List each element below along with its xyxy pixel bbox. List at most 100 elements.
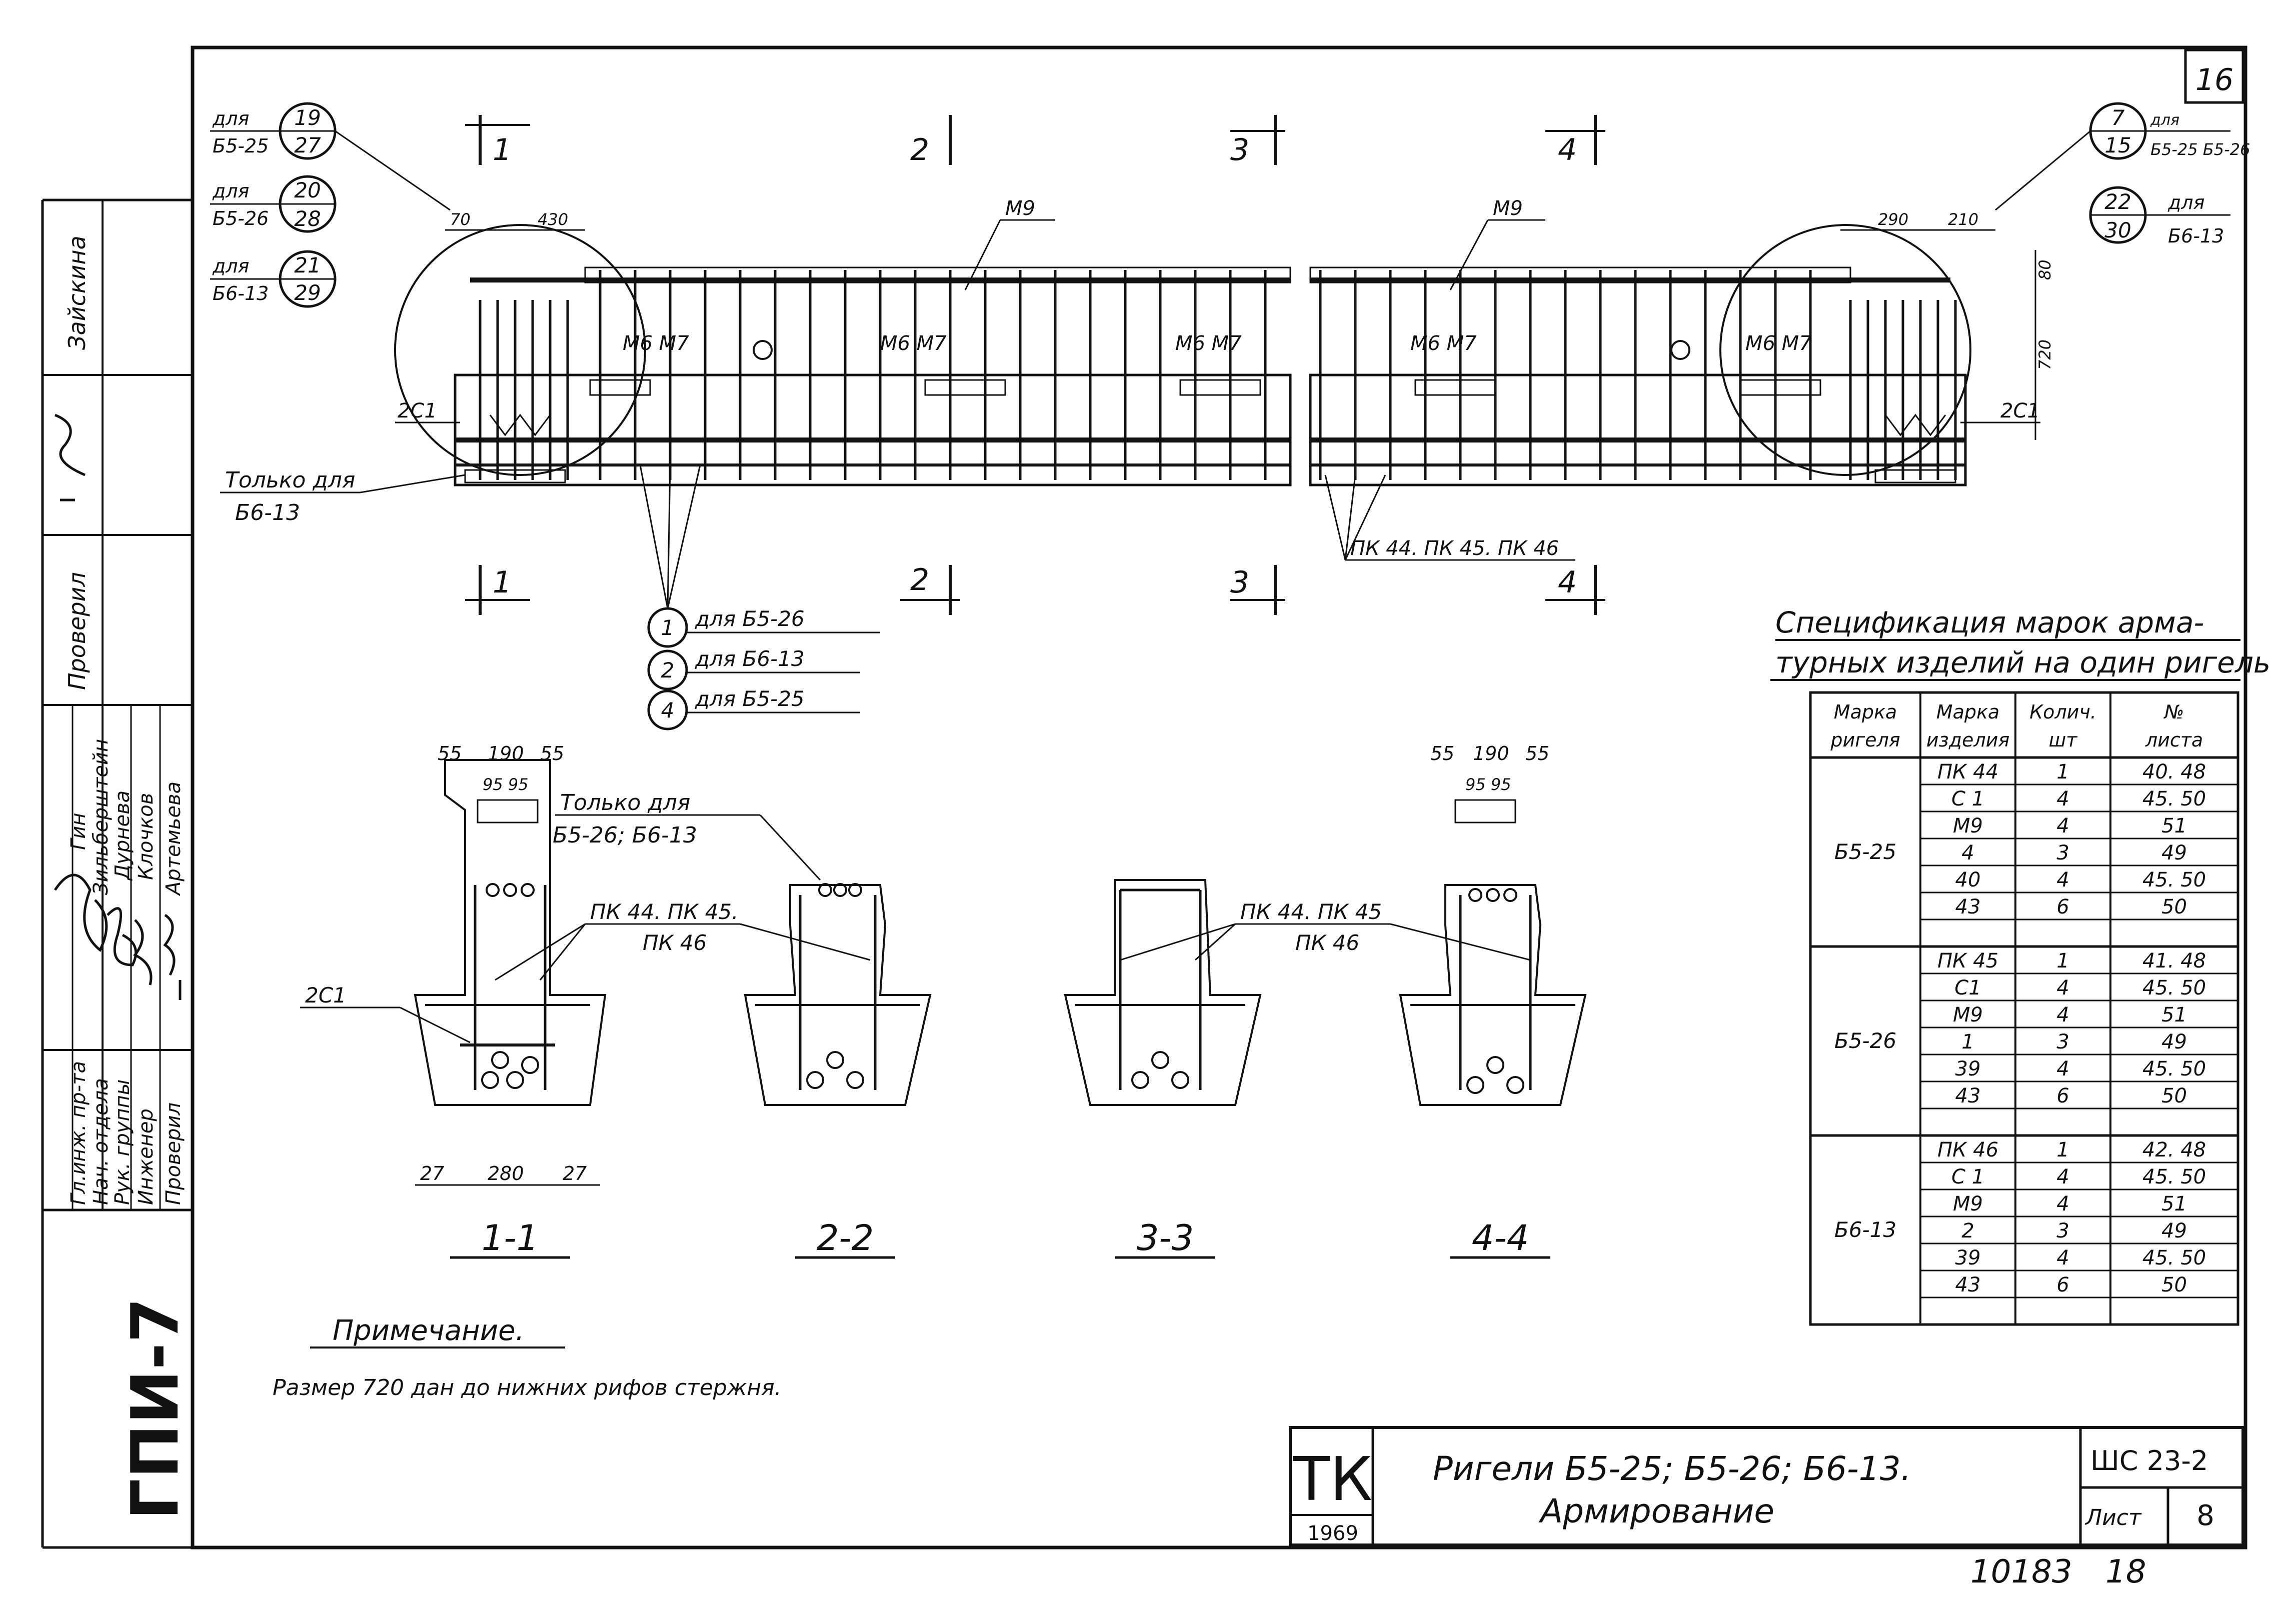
spec-cell: 6	[2056, 1084, 2069, 1108]
sheet-number: 16	[2195, 62, 2233, 98]
section-labels: 55 190 55 95 95 55 190 55 95 95 27 280 2…	[300, 742, 1549, 1186]
svg-text:ПК 44. ПК 45: ПК 44. ПК 45	[1240, 900, 1382, 924]
cross-sections	[414, 759, 1587, 1106]
svg-text:2: 2	[910, 132, 929, 168]
svg-text:2: 2	[661, 658, 675, 682]
svg-text:Спецификация марок арма-: Спецификация марок арма-	[1775, 606, 2204, 640]
spec-cell: 45. 50	[2142, 788, 2206, 810]
spec-cell: 49	[2161, 842, 2187, 864]
spec-rigel-mark: Б5-25	[1834, 840, 1896, 864]
spec-cell: 2	[1961, 1220, 1974, 1242]
svg-text:95 95: 95 95	[1465, 775, 1511, 794]
stamp-role-4: Инженер	[135, 1108, 158, 1205]
svg-text:для: для	[212, 255, 249, 277]
svg-text:95 95: 95 95	[483, 775, 529, 794]
spec-cell: 43	[1955, 1084, 1981, 1108]
svg-text:Б6-13: Б6-13	[2168, 225, 2224, 247]
beam-elevation-left	[394, 224, 1292, 486]
svg-text:4: 4	[1558, 132, 1577, 168]
section-mark-bottom-2: 2	[900, 562, 960, 615]
spec-cell: 39	[1955, 1058, 1981, 1080]
spec-cell: 40. 48	[2142, 760, 2206, 784]
stamp-title-2: Армирование	[1538, 1492, 1774, 1530]
svg-text:2С1: 2С1	[398, 400, 437, 422]
svg-text:2С1: 2С1	[2000, 400, 2040, 422]
section-mark-bottom-1: 1	[465, 565, 530, 615]
stirrups-left	[479, 270, 1267, 480]
spec-cell: 51	[2161, 1192, 2187, 1216]
callouts-left: для Б5-25 19 27 для Б5-26 20 28 для Б6-1…	[210, 102, 451, 308]
svg-text:55: 55	[1430, 742, 1454, 764]
section-mark-top-3: 3	[1230, 115, 1285, 168]
spec-cell: 42. 48	[2142, 1138, 2206, 1162]
section-marks-top: 1 2 3 4	[465, 115, 1605, 168]
svg-text:430: 430	[538, 210, 568, 229]
section-mark-top-2: 2	[910, 115, 952, 168]
svg-text:Только для: Только для	[560, 790, 690, 816]
svg-text:7: 7	[2111, 106, 2125, 130]
spec-table: МаркаригеляМаркаизделияКолич.шт№листаБ5-…	[1809, 691, 2239, 1326]
stamp-sheet-value: 8	[2196, 1500, 2214, 1532]
section-mark-bottom-3: 3	[1230, 565, 1285, 615]
section-mark-top-4: 4	[1545, 115, 1605, 168]
spec-cell: 4	[2056, 1246, 2069, 1270]
section-title-1-1: 1-1	[482, 1218, 539, 1258]
callout-b5-25-b5-26: 7 15 для Б5-25 Б5-26	[2089, 102, 2250, 160]
spec-rigel-mark: Б6-13	[1834, 1218, 1896, 1242]
spec-header: Колич.	[2029, 701, 2096, 723]
section-title-2-2: 2-2	[817, 1218, 874, 1258]
svg-text:55: 55	[540, 742, 564, 764]
section-title-3-3: 3-3	[1137, 1218, 1194, 1258]
section-mark-top-1: 1	[465, 115, 530, 168]
svg-text:М6 М7: М6 М7	[623, 332, 689, 355]
sheet-number-box: 16	[2184, 48, 2244, 104]
svg-text:ПК 44. ПК 45.: ПК 44. ПК 45.	[590, 900, 738, 924]
callouts-right: 7 15 для Б5-25 Б5-26 22 30 для Б6-13	[1995, 102, 2250, 247]
svg-text:для: для	[2167, 192, 2204, 214]
spec-cell: 4	[2056, 868, 2069, 892]
spec-cell: 3	[2056, 1220, 2069, 1242]
svg-text:29: 29	[294, 280, 321, 305]
frame-callout-1: 1 для Б5-26	[647, 606, 880, 648]
spec-header: Марка	[1936, 701, 1999, 723]
section-mark-bottom-4: 4	[1545, 565, 1605, 615]
svg-text:для: для	[2150, 112, 2179, 129]
svg-text:для: для	[212, 180, 249, 202]
svg-text:турных изделий на один ригель: турных изделий на один ригель	[1775, 646, 2270, 680]
callout-b6-13: для Б6-13 21 29	[210, 250, 337, 308]
svg-text:28: 28	[294, 206, 321, 231]
svg-text:Б5-25: Б5-25	[213, 135, 269, 157]
callout-b5-25: для Б5-25 19 27	[210, 102, 337, 160]
callout-b6-13-right: 22 30 для Б6-13	[2089, 186, 2230, 247]
svg-text:Б5-25 Б5-26: Б5-25 Б5-26	[2150, 140, 2250, 159]
svg-text:280: 280	[488, 1162, 524, 1184]
svg-text:4: 4	[661, 698, 675, 722]
svg-text:27: 27	[420, 1162, 444, 1184]
spec-cell: 1	[1961, 1030, 1974, 1054]
spec-cell: 45. 50	[2142, 976, 2206, 1000]
note: Примечание. Размер 720 дан до нижних риф…	[273, 1314, 782, 1400]
svg-text:55: 55	[1525, 742, 1549, 764]
spec-header: листа	[2145, 729, 2203, 751]
spec-cell: 4	[2056, 788, 2069, 810]
svg-text:55: 55	[438, 742, 462, 764]
spec-title: Спецификация марок арма- турных изделий …	[1770, 606, 2270, 681]
svg-text:190: 190	[1473, 742, 1509, 764]
spec-cell: 4	[2056, 1004, 2069, 1026]
svg-text:Только для: Только для	[225, 468, 355, 493]
spec-cell: 4	[1961, 842, 1974, 864]
spec-cell: 4	[2056, 1058, 2069, 1080]
svg-text:1: 1	[493, 565, 512, 600]
stamp-name-1: Гин	[67, 813, 90, 850]
svg-text:для Б6-13: для Б6-13	[695, 646, 805, 671]
svg-text:190: 190	[488, 742, 524, 764]
svg-text:70: 70	[450, 210, 471, 229]
spec-cell: 43	[1955, 1274, 1981, 1296]
svg-text:30: 30	[2104, 218, 2131, 242]
stamp-name-2: Зильберштейн	[90, 739, 113, 895]
svg-text:15: 15	[2104, 133, 2131, 158]
spec-cell: 49	[2161, 1030, 2187, 1054]
left-stamp: Гл.инж. пр-та Нач. отдела Рук. группы Ин…	[41, 198, 193, 1549]
svg-text:ПК 46: ПК 46	[1295, 930, 1359, 955]
svg-text:210: 210	[1948, 210, 1978, 229]
